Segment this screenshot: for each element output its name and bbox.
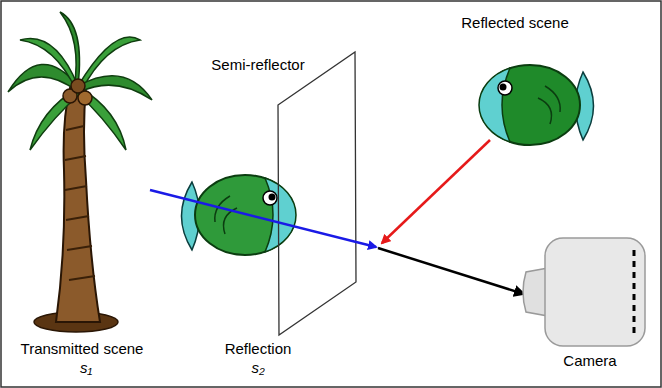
reflected-fish: [479, 65, 594, 145]
palm-tree: [8, 12, 152, 332]
reflected-ray: [382, 140, 490, 243]
transmitted-ray: [150, 190, 376, 247]
scene-label: Reflected scene: [461, 14, 569, 32]
device-label: Camera: [563, 352, 616, 370]
camera-icon: [523, 238, 645, 346]
symbol-label: s₂: [251, 359, 264, 377]
symbol-label: s₁: [80, 359, 92, 377]
reflector-label: Semi-reflector: [211, 56, 304, 74]
scene-label: Transmitted scene: [21, 340, 144, 358]
semi-reflector-plane: [278, 52, 356, 335]
combined-ray: [378, 248, 524, 294]
scene-label: Reflection: [225, 340, 292, 358]
